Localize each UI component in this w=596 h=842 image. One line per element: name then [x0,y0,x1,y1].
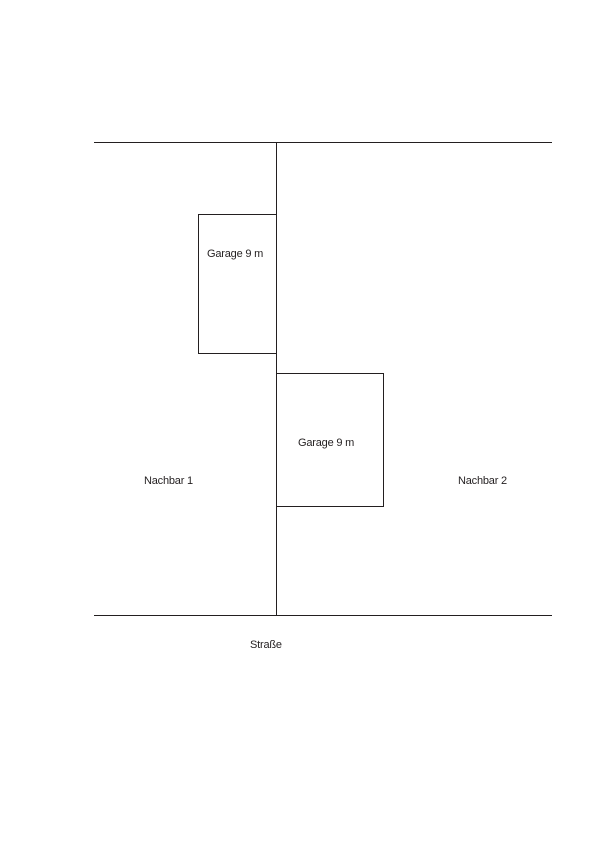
street-boundary-line [94,615,552,616]
garage-left-box [197,214,277,354]
street-label: Straße [250,639,282,651]
garage-right-box [275,372,384,507]
neighbor-2-label: Nachbar 2 [458,475,507,487]
rear-boundary-line [94,141,552,143]
garage-left-label: Garage 9 m [207,248,264,260]
neighbor-1-label: Nachbar 1 [144,475,193,487]
garage-right-label: Garage 9 m [298,437,355,449]
